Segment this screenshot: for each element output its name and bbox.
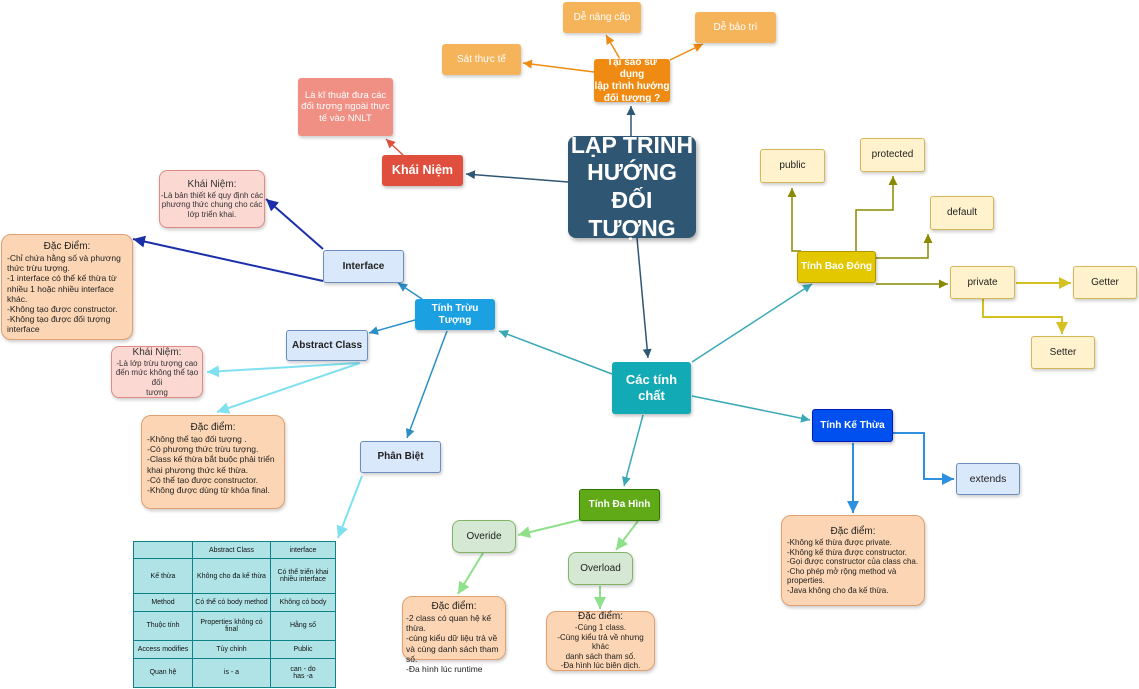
getter-node[interactable]: Getter [1073, 266, 1137, 299]
edge-prop-encap [691, 283, 813, 363]
edge-poly-override [517, 518, 585, 539]
default-node[interactable]: default [930, 196, 994, 230]
edge-abs-abstract [368, 319, 416, 335]
abstract-class-node[interactable]: Abstract Class [286, 330, 368, 361]
edge-interface-features [132, 235, 324, 282]
table-row: Kế thừa Không cho đa kế thừa Có thể triể… [133, 558, 336, 595]
override-features-body: -2 class có quan hệ kế thừa. -cùng kiểu … [406, 613, 499, 674]
table-cell: Có thể triển khai nhiều interface [270, 558, 336, 595]
table-row: Access modifies Tùy chỉnh Public [133, 640, 336, 659]
table-cell: can - do has -a [270, 657, 336, 689]
table-cell: Quan hệ [133, 657, 193, 689]
private-node[interactable]: private [950, 266, 1015, 299]
table-cell: Method [133, 593, 193, 612]
override-features-title: Đặc điểm: [431, 601, 477, 612]
inheritance-features-title: Đặc điểm: [830, 526, 876, 537]
edge-encap-public [787, 188, 801, 252]
main-title-node[interactable]: LẬP TRÌNH HƯỚNG ĐỐI TƯỢNG [568, 132, 696, 241]
edge-prop-poly [621, 414, 644, 487]
polymorphism-node[interactable]: Tính Đa Hình [579, 489, 660, 521]
overload-features-body: -Cùng 1 class. -Cùng kiểu trả về nhưng k… [557, 623, 644, 671]
abstract-features-body: -Không thể tạo đối tượng . -Có phương th… [147, 434, 275, 495]
overload-features-node[interactable]: Đặc điểm: -Cùng 1 class. -Cùng kiểu trả … [546, 611, 655, 671]
overload-node[interactable]: Overload [568, 552, 633, 585]
protected-node[interactable]: protected [860, 138, 925, 172]
easy-maintain-node[interactable]: Dễ bảo trì [695, 12, 776, 43]
table-cell: Có thể có body method [192, 593, 271, 612]
edge-prop-abstraction [498, 329, 613, 375]
extends-node[interactable]: extends [956, 463, 1020, 495]
abstract-concept-body: -Là lớp trừu tượng cao đến mức không thể… [115, 358, 199, 397]
edge-abs-distinguish [405, 330, 448, 439]
edge-private-setter [982, 299, 1068, 334]
edge-inherit-extends [893, 432, 954, 485]
table-row: Quan hệ is - a can - do has -a [133, 657, 336, 689]
table-cell: is - a [192, 657, 271, 689]
concept-node[interactable]: Khái Niệm [382, 155, 463, 186]
abstract-features-title: Đặc điểm: [190, 422, 236, 433]
table-header-cell: interface [270, 540, 336, 560]
interface-concept-node[interactable]: Khái Niệm: -Là bản thiết kế quy định các… [159, 170, 265, 228]
overload-features-title: Đặc điểm: [577, 611, 623, 623]
interface-concept-body: -Là bản thiết kế quy định các phương thứ… [160, 190, 264, 219]
abstract-concept-node[interactable]: Khái Niệm: -Là lớp trừu tượng cao đến mứ… [111, 346, 203, 398]
table-cell: Tùy chỉnh [192, 640, 271, 659]
properties-node[interactable]: Các tính chất [612, 362, 691, 414]
override-node[interactable]: Overide [452, 520, 516, 553]
table-header-cell: Abstract Class [192, 540, 271, 560]
edge-why-maintain [669, 43, 704, 61]
why-oop-node[interactable]: Tại sao sử dụng lập trình hướng đối tượn… [594, 56, 670, 104]
table-cell: Không cho đa kế thừa [192, 558, 271, 595]
inheritance-features-body: -Không kế thừa được private. -Không kế t… [787, 538, 919, 595]
interface-node[interactable]: Interface [323, 250, 404, 283]
edge-abs-interface [397, 282, 423, 300]
table-cell: Properties không có final [192, 610, 271, 642]
edge-why-realistic [522, 59, 595, 73]
interface-concept-title: Khái Niệm: [187, 178, 237, 190]
interface-features-title: Đặc Điểm: [43, 241, 91, 252]
table-row: Method Có thể có body method Không có bo… [133, 593, 336, 612]
table-cell: Thuộc tính [133, 610, 193, 642]
edge-distinguish-table [336, 475, 363, 539]
edge-override-features [457, 552, 484, 595]
encapsulation-node[interactable]: Tính Bao Đóng [797, 251, 876, 283]
inheritance-node[interactable]: Tính Kế Thừa [812, 409, 893, 442]
table-cell: Hằng số [270, 610, 336, 642]
edge-concept-desc [385, 138, 404, 156]
realistic-node[interactable]: Sát thực tế [442, 44, 521, 75]
edge-abstract-features [216, 362, 361, 414]
concept-desc-node[interactable]: Là kĩ thuật đưa các đối tượng ngoài thực… [298, 78, 393, 136]
abstraction-node[interactable]: Tính Trừu Tượng [415, 299, 495, 330]
table-cell: Không có body [270, 593, 336, 612]
edge-prop-inherit [691, 395, 811, 423]
edge-title-properties [636, 237, 652, 359]
override-features-node[interactable]: Đặc điểm: -2 class có quan hệ kế thừa. -… [402, 596, 506, 674]
table-header-row: Abstract Class interface [133, 540, 336, 560]
edge-why-upgrade [605, 34, 621, 60]
easy-upgrade-node[interactable]: Dễ nâng cấp [563, 2, 641, 33]
table-cell: Public [270, 640, 336, 659]
table-header-cell [133, 540, 193, 560]
setter-node[interactable]: Setter [1031, 336, 1095, 369]
abstract-features-node[interactable]: Đặc điểm: -Không thể tạo đối tượng . -Có… [141, 415, 285, 509]
table-row: Thuộc tính Properties không có final Hằn… [133, 610, 336, 642]
public-node[interactable]: public [760, 149, 825, 183]
table-cell: Access modifies [133, 640, 193, 659]
edge-encap-default [876, 234, 933, 259]
edge-poly-overload [615, 520, 639, 551]
table-cell: Kế thừa [133, 558, 193, 595]
inheritance-features-node[interactable]: Đặc điểm: -Không kế thừa được private. -… [781, 515, 925, 606]
distinguish-node[interactable]: Phân Biệt [360, 441, 441, 473]
interface-features-body: -Chỉ chứa hằng số và phương thức trừu tư… [7, 253, 121, 335]
interface-features-node[interactable]: Đặc Điểm: -Chỉ chứa hằng số và phương th… [1, 234, 133, 340]
edge-abstract-concept [206, 362, 359, 378]
edge-interface-concept [265, 198, 324, 250]
edge-encap-protected [855, 176, 898, 251]
edge-title-concept [465, 170, 569, 183]
comparison-table: Abstract Class interface Kế thừa Không c… [133, 540, 336, 689]
abstract-concept-title: Khái Niệm: [132, 346, 182, 358]
